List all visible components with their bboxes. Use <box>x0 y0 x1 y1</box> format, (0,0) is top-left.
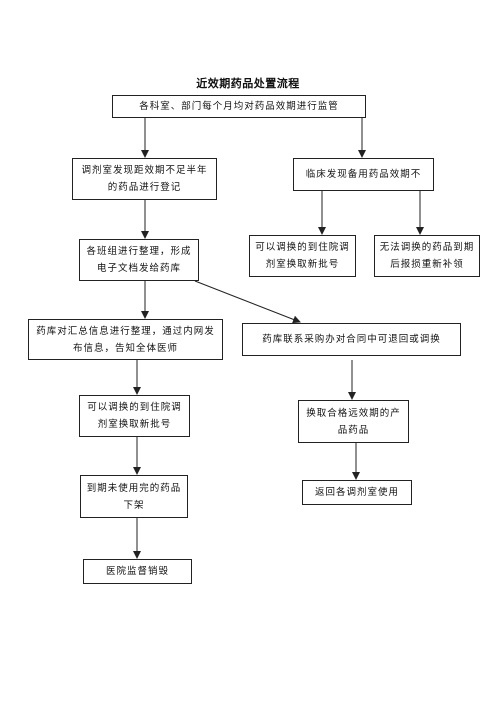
step-ward-exchange: 可以调换的到住院调剂室换取新批号 <box>79 395 190 437</box>
diagram-title: 近效期药品处置流程 <box>196 77 300 90</box>
step-pharmacy-registration: 调剂室发现距效期不足半年的药品进行登记 <box>72 158 217 200</box>
step-department-monitoring: 各科室、部门每个月均对药品效期进行监管 <box>112 95 366 118</box>
step-remove-expired: 到期未使用完的药品下架 <box>80 475 188 518</box>
step-return-pharmacy: 返回各调剂室使用 <box>302 480 412 505</box>
step-clinical-exchange: 可以调换的到住院调剂室换取新批号 <box>249 235 356 277</box>
step-report-loss: 无法调换的药品到期后报损重新补领 <box>374 235 480 277</box>
step-team-organize: 各班组进行整理，形成电子文档发给药库 <box>79 239 199 281</box>
step-replace-product: 换取合格远效期的产品药品 <box>298 400 409 443</box>
step-procurement-contact: 药库联系采购办对合同中可退回或调换 <box>242 323 461 356</box>
step-warehouse-publish: 药库对汇总信息进行整理，通过内网发布信息，告知全体医师 <box>28 319 223 360</box>
step-clinical-discovery: 临床发现备用药品效期不 <box>293 158 434 191</box>
step-supervised-destruction: 医院监督销毁 <box>83 559 192 584</box>
arrow-b4-to-b8 <box>194 280 301 324</box>
